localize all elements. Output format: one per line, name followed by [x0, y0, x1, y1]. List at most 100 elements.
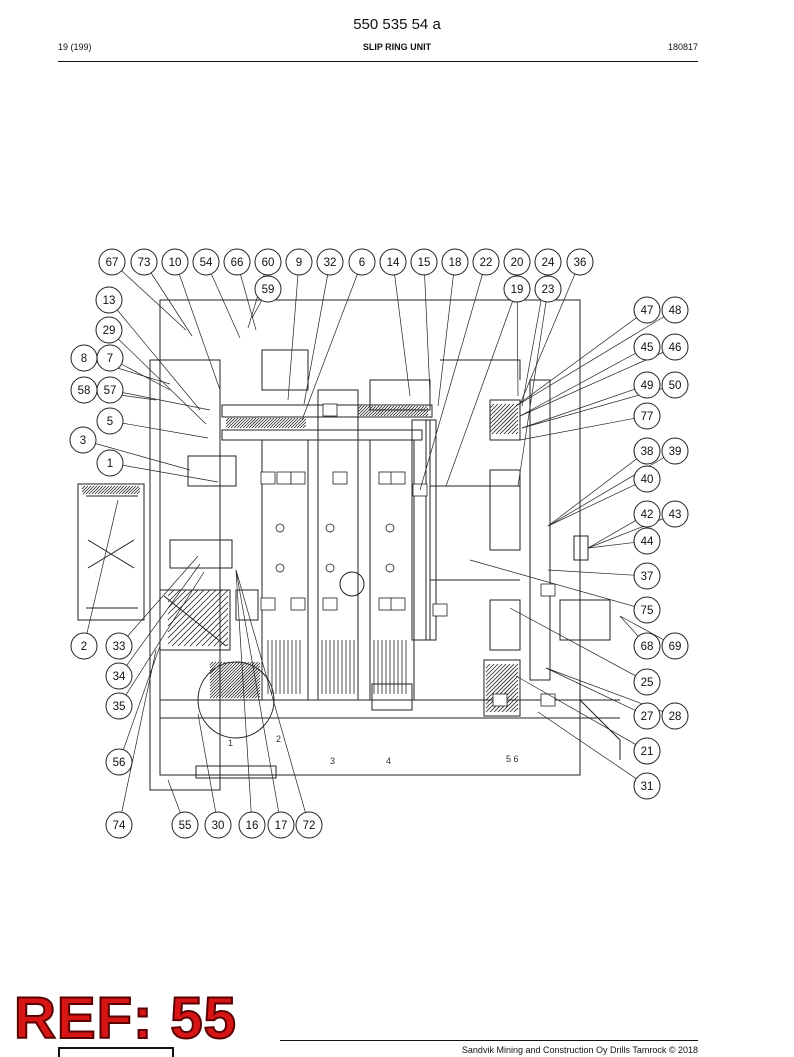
callout-leader-16 — [235, 569, 253, 826]
svg-text:31: 31 — [641, 781, 654, 793]
svg-text:43: 43 — [669, 509, 682, 521]
svg-text:36: 36 — [574, 257, 587, 269]
callout-48: 48 — [661, 296, 689, 324]
callout-69: 69 — [661, 632, 689, 660]
svg-text:14: 14 — [387, 257, 400, 269]
callout-50: 50 — [661, 371, 689, 399]
callout-23: 23 — [534, 275, 562, 303]
svg-text:46: 46 — [669, 342, 682, 354]
callout-leader-5 — [109, 420, 209, 439]
svg-text:58: 58 — [78, 385, 91, 397]
date-code: 180817 — [667, 42, 698, 52]
callout-leader-45 — [519, 346, 648, 417]
svg-text:29: 29 — [103, 325, 116, 337]
callout-leader-23 — [517, 288, 549, 487]
callout-leader-29 — [108, 329, 207, 425]
svg-text:22: 22 — [480, 257, 493, 269]
callout-21: 21 — [633, 737, 661, 765]
callout-leader-73 — [143, 261, 193, 337]
callout-leader-48 — [515, 309, 676, 407]
callout-leader-10 — [174, 261, 221, 391]
svg-text:57: 57 — [104, 385, 117, 397]
callout-33: 33 — [105, 632, 133, 660]
callout-5: 5 — [96, 407, 124, 435]
callout-8: 8 — [70, 344, 98, 372]
svg-text:7: 7 — [107, 353, 113, 365]
svg-text:8: 8 — [81, 353, 87, 365]
callout-10: 10 — [161, 248, 189, 276]
cable-gland — [197, 661, 275, 739]
callout-leader-6 — [301, 261, 363, 421]
svg-text:37: 37 — [641, 571, 654, 583]
svg-text:17: 17 — [275, 820, 288, 832]
document-number: 550 535 54 a — [353, 16, 441, 33]
brand-logo — [58, 1047, 174, 1057]
callout-74: 74 — [105, 811, 133, 839]
callout-leader-17 — [235, 569, 282, 826]
svg-text:55: 55 — [179, 820, 192, 832]
callout-77: 77 — [633, 402, 661, 430]
callout-30: 30 — [204, 811, 232, 839]
svg-text:28: 28 — [669, 711, 682, 723]
callout-2: 2 — [70, 632, 98, 660]
callout-leader-25 — [509, 607, 648, 683]
svg-text:75: 75 — [641, 605, 654, 617]
callout-47: 47 — [633, 296, 661, 324]
callout-leader-56 — [118, 645, 161, 763]
callout-15: 15 — [410, 248, 438, 276]
callout-27: 27 — [633, 702, 661, 730]
callout-leader-27 — [545, 667, 648, 717]
terminal-label-4: 4 — [386, 756, 391, 766]
svg-text:15: 15 — [418, 257, 431, 269]
svg-text:73: 73 — [138, 257, 151, 269]
callout-leader-1 — [109, 462, 219, 483]
callout-leader-13 — [108, 299, 201, 411]
callout-42: 42 — [633, 500, 661, 528]
section-title: SLIP RING UNIT — [362, 42, 432, 52]
svg-text:66: 66 — [231, 257, 244, 269]
svg-text:19: 19 — [511, 284, 524, 296]
callout-1: 1 — [96, 449, 124, 477]
callout-leader-77 — [519, 415, 648, 441]
callout-39: 39 — [661, 437, 689, 465]
callout-14: 14 — [379, 248, 407, 276]
callout-leader-40 — [547, 478, 648, 527]
callout-leader-32 — [303, 261, 331, 405]
callout-35: 35 — [105, 692, 133, 720]
callout-leader-43 — [587, 513, 676, 549]
callout-leader-2 — [83, 499, 119, 647]
svg-text:32: 32 — [324, 257, 337, 269]
callout-60: 60 — [254, 248, 282, 276]
svg-text:56: 56 — [113, 757, 126, 769]
callout-36: 36 — [566, 248, 594, 276]
svg-text:3: 3 — [80, 435, 86, 447]
callout-46: 46 — [661, 333, 689, 361]
terminal-label-1: 1 — [228, 738, 233, 748]
callout-leader-15 — [423, 261, 431, 395]
svg-text:9: 9 — [296, 257, 302, 269]
callout-66: 66 — [223, 248, 251, 276]
callout-leader-9 — [287, 261, 300, 401]
callout-55: 55 — [171, 811, 199, 839]
callout-38: 38 — [633, 437, 661, 465]
callout-13: 13 — [95, 286, 123, 314]
callout-leader-47 — [515, 309, 648, 407]
svg-text:18: 18 — [449, 257, 462, 269]
callout-leader-22 — [419, 261, 487, 491]
callout-16: 16 — [238, 811, 266, 839]
brush-block-bottom — [483, 659, 521, 717]
footer-rule — [280, 1040, 698, 1041]
svg-text:47: 47 — [641, 305, 654, 317]
svg-text:49: 49 — [641, 380, 654, 392]
bearing — [169, 539, 233, 569]
callout-leader-19 — [445, 288, 518, 487]
callout-leader-75 — [469, 559, 648, 611]
callout-28: 28 — [661, 702, 689, 730]
svg-text:44: 44 — [641, 536, 654, 548]
terminal-label-3: 3 — [330, 756, 335, 766]
callout-75: 75 — [633, 596, 661, 624]
svg-text:34: 34 — [113, 671, 126, 683]
callout-leader-35 — [118, 571, 205, 707]
callout-68: 68 — [633, 632, 661, 660]
